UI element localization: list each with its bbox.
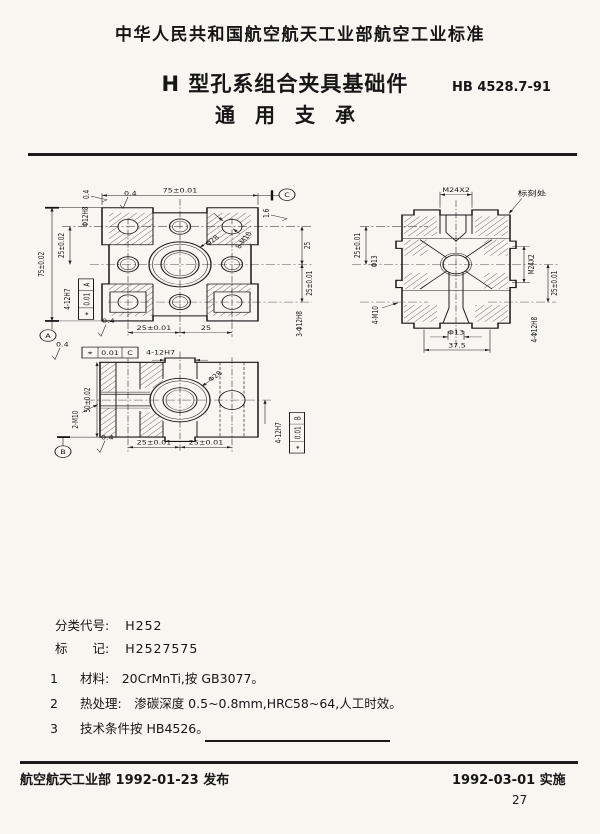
dim-25-right-bot: 25±0.01 [305,271,314,296]
fcf-tolerance: 0.01 [83,293,92,306]
footer-issued-date: 航空航天工业部 1992-01-23 发布 [20,773,230,788]
notes-end-rule [205,740,390,742]
dim-25-bottom-a: 25±0.01 [137,440,172,447]
dim-25-left: 25±0.01 [353,233,362,258]
label-4m10: 4-M10 [371,306,380,324]
surface-finish-icon: 1.6 [262,209,288,221]
tolerance-frame-c: ⌖ 0.01 C [81,346,139,359]
dim-m24-top: M24X2 [442,187,470,194]
fcf-symbol: ⌖ [88,350,93,357]
fcf-datum: C [127,350,133,357]
dim-75-left: 75±0.02 [37,252,46,277]
note-number: 2 [50,696,58,711]
note-text: 材料: 20CrMnTi,按 GB3077。 [80,671,264,686]
fcf-datum: A [83,283,92,287]
dim-50-left: 50±0.02 [83,388,92,413]
note-number: 1 [50,671,58,686]
fcf-tolerance: 0.01 [294,426,303,439]
note-item: 3 技术条件按 HB4526。 [50,716,402,741]
roughness-value: 0.4 [82,189,91,199]
classification-block: 分类代号: H252 标 记: H2527575 [55,614,198,660]
classification-row: 分类代号: H252 [55,614,198,637]
surface-finish-icon: 0.4 [51,341,69,360]
dim-25-bottom-left: 25±0.01 [137,325,172,332]
note-text: 技术条件按 HB4526。 [80,721,209,736]
technical-drawings: 75±0.01 C 75±0.02 A 25±0.02 Φ12H8 0.4 0.… [37,187,560,458]
standard-org-line: 中华人民共和国航空航天工业部航空工业标准 [115,25,485,45]
footer-divider-rule [20,761,578,764]
marking-value: H2527575 [125,641,199,656]
marking-row: 标 记: H2527575 [55,637,198,660]
note-item: 1 材料: 20CrMnTi,按 GB3077。 [50,666,402,691]
datum-b-label: B [60,449,66,456]
roughness-value: 0.4 [124,190,137,197]
tolerance-frame-b: ⌖ 0.01 B [289,412,305,454]
roughness-value: 0.4 [102,318,115,325]
label-2m10: 2-M10 [71,411,80,429]
dim-25-right: 25±0.01 [550,271,559,296]
fcf-datum: B [294,416,303,420]
tolerance-frame-a: ⌖ 0.01 A [78,278,94,320]
label-phi12h8: Φ12H8 [81,206,90,226]
page-number: 27 [512,793,528,807]
label-4-12h7-top: 4-12H7 [146,349,175,356]
classification-value: H252 [125,618,163,633]
surface-finish-icon: 0.4 [97,318,115,337]
marking-location-note: 标刻处 [518,189,547,197]
note-item: 2 热处理: 渗碳深度 0.5~0.8mm,HRC58~64,人工时效。 [50,691,402,716]
label-m24-right: M24X2 [527,254,536,274]
standard-number: HB 4528.7-91 [452,80,551,95]
roughness-value: 0.4 [101,434,114,441]
label-4-12h7-right: 4-12H7 [274,422,283,443]
roughness-value: 1.6 [262,209,271,218]
surface-finish-icon: 0.4 [82,189,108,203]
drawing-side-view: M24X2 标刻处 25±0.01 Φ13 4-M10 M24X2 25±0.0… [352,187,560,353]
surface-finish-icon: 0.4 [96,434,114,453]
dim-25-bottom-right: 25 [201,325,211,332]
label-phi13-left: Φ13 [370,255,379,267]
dim-37-5: 37.5 [448,342,466,349]
fcf-tolerance: 0.01 [101,350,119,357]
roughness-value: 0.4 [56,341,69,348]
note-number: 3 [50,721,58,736]
dim-25-left: 25±0.02 [57,233,66,258]
surface-finish-icon: 0.4 [119,190,137,209]
fcf-symbol: ⌖ [294,446,303,449]
standard-title-line2: 通 用 支 承 [215,103,355,127]
fcf-symbol: ⌖ [83,312,92,315]
label-4-12h7: 4-12H7 [63,289,72,310]
drawing-plan-view: 75±0.01 C 75±0.02 A 25±0.02 Φ12H8 0.4 0.… [37,188,314,342]
dim-75-top: 75±0.01 [163,188,198,195]
label-3-phi12h8: 3-Φ12H8 [295,311,304,337]
drawing-front-section-view: 0.4 ⌖ 0.01 C 4-12H7 50±0.02 2-M10 B 0. [51,341,305,458]
notes-block: 1 材料: 20CrMnTi,按 GB3077。 2 热处理: 渗碳深度 0.5~0… [50,666,402,741]
header-divider-rule [28,153,577,156]
footer-implemented-date: 1992-03-01 实施 [452,773,566,788]
dim-phi13-bottom: Φ13 [448,330,464,337]
standard-title-line1: H 型孔系组合夹具基础件 [161,72,409,96]
datum-c-label: C [284,192,290,199]
note-text: 热处理: 渗碳深度 0.5~0.8mm,HRC58~64,人工时效。 [80,696,402,711]
datum-a-label: A [45,333,51,340]
label-4-phi12h8: 4-Φ12H8 [530,317,539,343]
dim-25-right-top: 25 [303,242,312,249]
dim-25-bottom-b: 25±0.01 [189,440,224,447]
classification-label: 分类代号: [55,618,110,633]
marking-label: 标 记: [55,641,110,656]
